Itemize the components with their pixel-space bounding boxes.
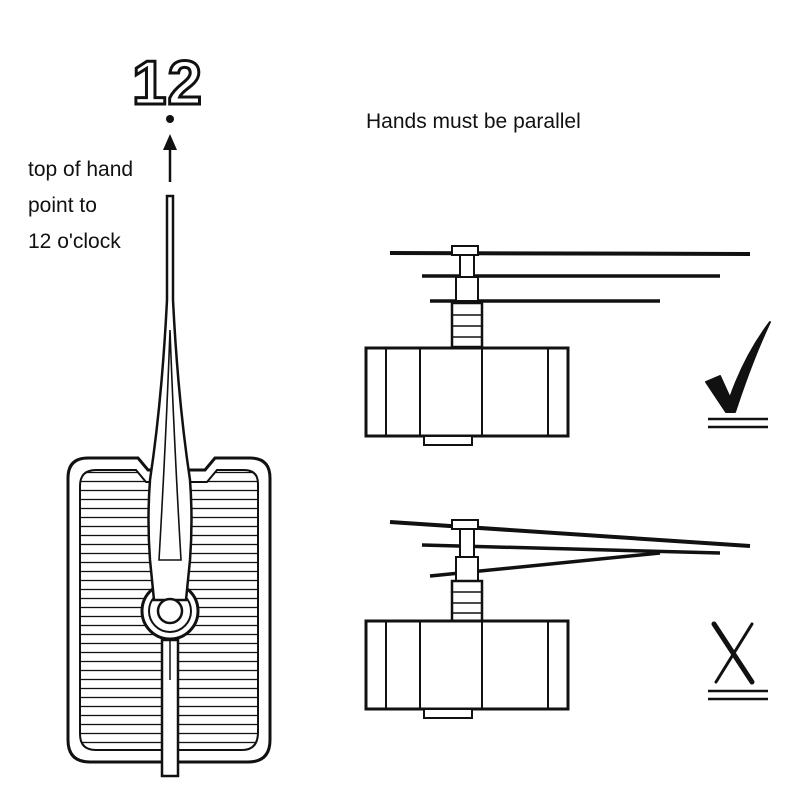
clock-hand-long xyxy=(147,194,193,602)
checkmark-icon xyxy=(705,321,771,429)
twelve-dot xyxy=(166,115,174,123)
instruction-line-1: top of hand xyxy=(28,158,134,181)
clock-hand-tail xyxy=(160,638,180,778)
side-view-wrong xyxy=(364,519,751,719)
number-twelve-label: 12 xyxy=(131,48,204,120)
instruction-line-2: point to xyxy=(28,194,97,217)
hand-alignment-instruction: top of hand point to 12 o'clock xyxy=(28,152,133,260)
side-view-correct xyxy=(364,245,751,446)
x-mark-icon xyxy=(708,621,768,701)
parallel-hands-heading: Hands must be parallel xyxy=(366,110,581,133)
up-arrow-icon xyxy=(163,134,177,182)
hand-hub xyxy=(156,597,184,625)
instruction-line-3: 12 o'clock xyxy=(28,230,121,253)
